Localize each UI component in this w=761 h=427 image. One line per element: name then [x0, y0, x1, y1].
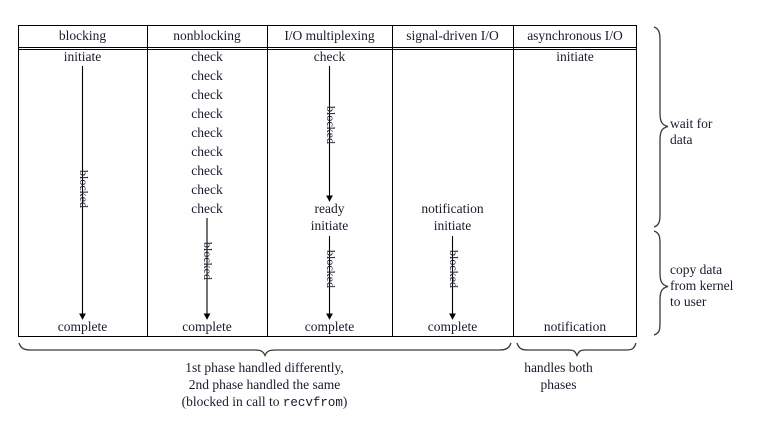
caption-phases-differ-line-3: (blocked in call to recvfrom) — [18, 393, 511, 412]
label-blocked: blocked — [447, 250, 461, 288]
label-check-3: check — [191, 87, 223, 102]
label-ready: ready — [314, 201, 345, 216]
caption-recvfrom-code: recvfrom — [282, 396, 343, 410]
caption-phases-differ-line-3-prefix: (blocked in call to — [181, 394, 283, 409]
table-header-rule — [18, 47, 637, 50]
arrow-group-nonblocking — [203, 218, 211, 320]
column-body-io-multiplexing: check ready initiate complete blocked bl… — [267, 50, 392, 337]
label-complete: complete — [57, 319, 108, 334]
bottom-braces-svg — [18, 342, 637, 358]
column-header-blocking: blocking — [58, 28, 107, 44]
brace-label-copy-data-line-2: from kernel — [670, 278, 734, 293]
column-divider-2 — [267, 25, 268, 337]
label-check-8: check — [191, 182, 223, 197]
label-check-6: check — [191, 144, 223, 159]
brace-label-wait-for-data-line-2: data — [670, 132, 693, 147]
right-braces-svg — [653, 26, 669, 336]
arrow-group-io-multiplexing — [325, 66, 334, 320]
brace-label-wait-for-data: wait for data — [670, 116, 712, 148]
label-complete: complete — [304, 319, 355, 334]
caption-phases-differ-line-3-suffix: ) — [342, 394, 348, 409]
label-complete: complete — [182, 319, 232, 334]
caption-phases-differ-line-2: 2nd phase handled the same — [188, 377, 341, 392]
label-initiate: initiate — [63, 49, 102, 64]
column-divider-1 — [147, 25, 148, 337]
label-check-5: check — [191, 125, 223, 140]
label-check-4: check — [191, 106, 223, 121]
caption-handles-both-line-1: handles both — [524, 360, 593, 375]
column-body-blocking: initiate complete blocked — [18, 50, 147, 337]
column-header-asynchronous-io: asynchronous I/O — [527, 28, 623, 44]
label-blocked: blocked — [77, 170, 91, 208]
label-check-7: check — [191, 163, 223, 178]
column-header-signal-driven-io: signal-driven I/O — [406, 28, 499, 44]
column-body-asynchronous-io: initiate notification — [513, 50, 637, 337]
label-blocked-phase2: blocked — [324, 250, 338, 288]
bottom-brace-group — [18, 341, 637, 358]
caption-handles-both-phases: handles both phases — [498, 359, 619, 393]
column-signal-driven-io: signal-driven I/O notification initiate … — [392, 25, 513, 337]
column-header-io-multiplexing: I/O multiplexing — [284, 28, 375, 44]
right-brace-group — [648, 25, 676, 337]
label-complete: complete — [427, 319, 478, 334]
label-initiate: initiate — [310, 218, 349, 233]
arrow-group-signal-driven-io — [448, 236, 457, 320]
arrow-group-blocking — [78, 66, 87, 320]
caption-phases-differ: 1st phase handled differently, 2nd phase… — [18, 359, 511, 412]
label-blocked: blocked — [201, 242, 215, 280]
column-body-signal-driven-io: notification initiate complete blocked — [392, 50, 513, 337]
label-check: check — [313, 49, 346, 64]
column-header-nonblocking: nonblocking — [173, 28, 241, 44]
io-models-table: blocking initiate complete blocked nonbl… — [18, 25, 637, 337]
column-body-nonblocking: check check check check check check chec… — [147, 50, 267, 337]
caption-handles-both-line-2: phases — [540, 377, 577, 392]
column-blocking: blocking initiate complete blocked — [18, 25, 147, 337]
brace-label-wait-for-data-line-1: wait for — [670, 116, 713, 131]
brace-label-copy-data: copy data from kernel to user — [670, 262, 733, 310]
label-initiate: initiate — [556, 49, 594, 64]
label-notification: notification — [421, 201, 484, 216]
brace-label-copy-data-line-1: copy data — [670, 262, 723, 277]
label-check-2: check — [191, 68, 223, 83]
table-outer-border — [18, 25, 637, 337]
column-io-multiplexing: I/O multiplexing check ready initiate co… — [267, 25, 392, 337]
column-divider-3 — [392, 25, 393, 337]
brace-label-copy-data-line-3: to user — [670, 294, 707, 309]
label-notification: notification — [543, 319, 607, 334]
column-nonblocking: nonblocking check check check check chec… — [147, 25, 267, 337]
label-check-1: check — [191, 49, 223, 64]
label-initiate: initiate — [433, 218, 472, 233]
column-divider-4 — [513, 25, 514, 337]
label-blocked-phase1: blocked — [324, 106, 338, 144]
caption-phases-differ-line-1: 1st phase handled differently, — [185, 360, 344, 375]
column-asynchronous-io: asynchronous I/O initiate notification — [513, 25, 637, 337]
label-check-9: check — [191, 201, 223, 216]
